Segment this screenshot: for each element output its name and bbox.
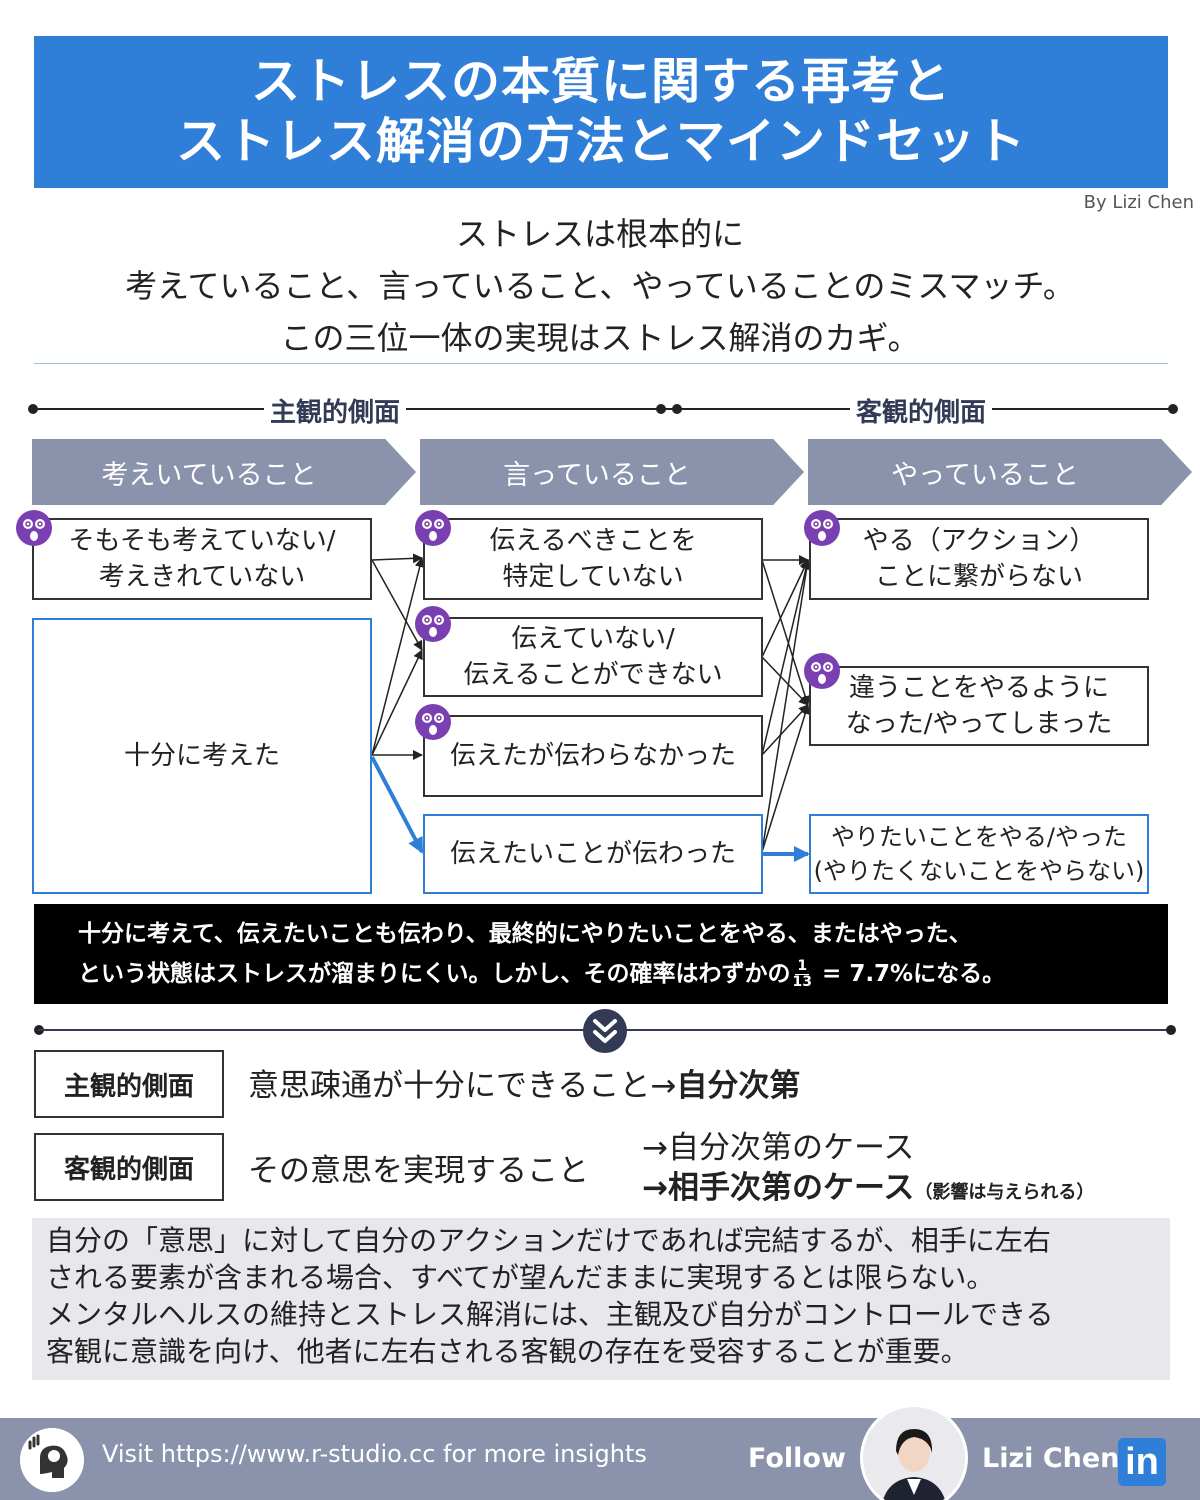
intro-line-2: 考えていること、言っていること、やっていることのミスマッチ。 xyxy=(125,267,1075,305)
linkedin-icon[interactable]: in xyxy=(1118,1438,1166,1486)
arrow xyxy=(761,704,811,853)
shocked-face-icon xyxy=(804,653,840,689)
shocked-face-icon xyxy=(415,606,451,642)
footer-visit-link[interactable]: Visit https://www.r-studio.cc for more i… xyxy=(102,1440,647,1468)
arrow xyxy=(371,553,423,564)
summary-bar: 十分に考えて、伝えたいことも伝わり、最終的にやりたいことをやる、またはやった、 … xyxy=(34,904,1168,1004)
objective-case-self: →自分次第のケース xyxy=(642,1130,915,1166)
box-different-action: 違うことをやるように なった/やってしまった xyxy=(809,666,1149,746)
shocked-face-icon xyxy=(415,704,451,740)
subjective-statement: 意思疎通が十分にできること→自分次第 xyxy=(248,1060,800,1105)
title-line-2: ストレス解消の方法とマインドセット xyxy=(175,113,1026,170)
arrow xyxy=(371,649,423,756)
title-line-1: ストレスの本質に関する再考と xyxy=(250,53,951,110)
axis-line xyxy=(34,408,1174,410)
arrow xyxy=(761,559,811,756)
objective-note: （影響は与えられる） xyxy=(914,1182,1095,1203)
objective-case-other: →相手次第のケース xyxy=(642,1170,915,1206)
conclusion-line-2: される要素が含まれる場合、すべてが望んだままに実現するとは限らない。 xyxy=(46,1261,995,1294)
profile-photo xyxy=(863,1407,965,1500)
shocked-face-icon xyxy=(16,510,52,546)
follow-label: Follow xyxy=(748,1443,846,1474)
box-understood: 伝えたいことが伝わった xyxy=(423,814,763,894)
objective-case-other-row: →相手次第のケース（影響は与えられる） xyxy=(642,1162,1094,1207)
conclusion-line-1: 自分の「意思」に対して自分のアクションだけであれば完結するが、相手に左右 xyxy=(46,1224,1051,1257)
box-wanted-action: やりたいことをやる/やった (やりたくないことをやらない) xyxy=(809,814,1149,894)
box-not-identified: 伝えるべきことを 特定していない xyxy=(423,518,763,600)
shocked-face-icon xyxy=(804,510,840,546)
arrow xyxy=(761,559,812,853)
fraction-denominator: 13 xyxy=(792,974,813,990)
column-header-think: 考えいていること xyxy=(32,439,416,505)
arrow xyxy=(761,559,809,658)
box-not-understood: 伝えたが伝わらなかった xyxy=(423,715,763,797)
tag-subjective: 主観的側面 xyxy=(34,1050,224,1118)
avatar xyxy=(860,1404,968,1500)
box-cannot-convey: 伝えていない/ 伝えることができない xyxy=(423,617,763,697)
intro-line-1: ストレスは根本的に xyxy=(455,215,744,253)
byline: By Lizi Chen xyxy=(1083,192,1194,213)
box-thought-enough: 十分に考えた xyxy=(32,618,372,894)
double-chevron-down-icon xyxy=(583,1009,627,1053)
conclusion-line-3: メンタルヘルスの維持とストレス解消には、主観及び自分がコントロールできる xyxy=(46,1298,1054,1331)
arrow xyxy=(761,559,811,706)
arrow xyxy=(371,559,423,651)
summary-line-1: 十分に考えて、伝えたいことも伝わり、最終的にやりたいことをやる、またはやった、 xyxy=(78,921,972,947)
axis-label-objective: 客観的側面 xyxy=(850,392,993,429)
column-header-say: 言っていること xyxy=(420,439,804,505)
box-not-thinking: そもそも考えていない/ 考えきれていない xyxy=(32,518,372,600)
arrow xyxy=(761,704,809,756)
conclusion-box: 自分の「意思」に対して自分のアクションだけであれば完結するが、相手に左右 される… xyxy=(32,1218,1170,1380)
tag-objective: 客観的側面 xyxy=(34,1133,224,1201)
axis-dot-mid-1 xyxy=(656,404,666,414)
title-banner: ストレスの本質に関する再考と ストレス解消の方法とマインドセット xyxy=(34,36,1168,188)
axis-dot-right xyxy=(1168,404,1178,414)
footer-bar xyxy=(0,1418,1200,1500)
subjective-text: 意思疎通が十分にできること→ xyxy=(248,1068,677,1104)
box-no-action: やる（アクション） ことに繋がらない xyxy=(809,518,1149,600)
conclusion-line-4: 客観に意識を向け、他者に左右される客観の存在を受容することが重要。 xyxy=(46,1335,969,1368)
summary-line-2-post: = 7.7%になる。 xyxy=(814,961,1006,987)
intro-line-3: この三位一体の実現はストレス解消のカギ。 xyxy=(280,319,920,357)
arrow xyxy=(761,656,809,706)
author-name: Lizi Chen xyxy=(982,1443,1120,1474)
objective-text: その意思を実現すること xyxy=(248,1153,589,1189)
arrow xyxy=(371,557,425,756)
axis-label-subjective: 主観的側面 xyxy=(264,392,407,429)
divider-dot-right xyxy=(1166,1025,1176,1035)
intro-text: ストレスは根本的に 考えていること、言っていること、やっていることのミスマッチ。… xyxy=(0,208,1200,364)
fraction-numerator: 1 xyxy=(795,958,810,975)
brain-hand-icon xyxy=(20,1428,84,1492)
arrow-highlight xyxy=(370,756,424,854)
axis-dot-mid-2 xyxy=(672,404,682,414)
divider xyxy=(34,363,1168,364)
column-header-do: やっていること xyxy=(808,439,1192,505)
axis-dot-left xyxy=(28,404,38,414)
subjective-emphasis: 自分次第 xyxy=(676,1068,801,1104)
summary-line-2-pre: という状態はストレスが溜まりにくい。しかし、その確率はわずかの xyxy=(78,961,791,987)
shocked-face-icon xyxy=(415,510,451,546)
